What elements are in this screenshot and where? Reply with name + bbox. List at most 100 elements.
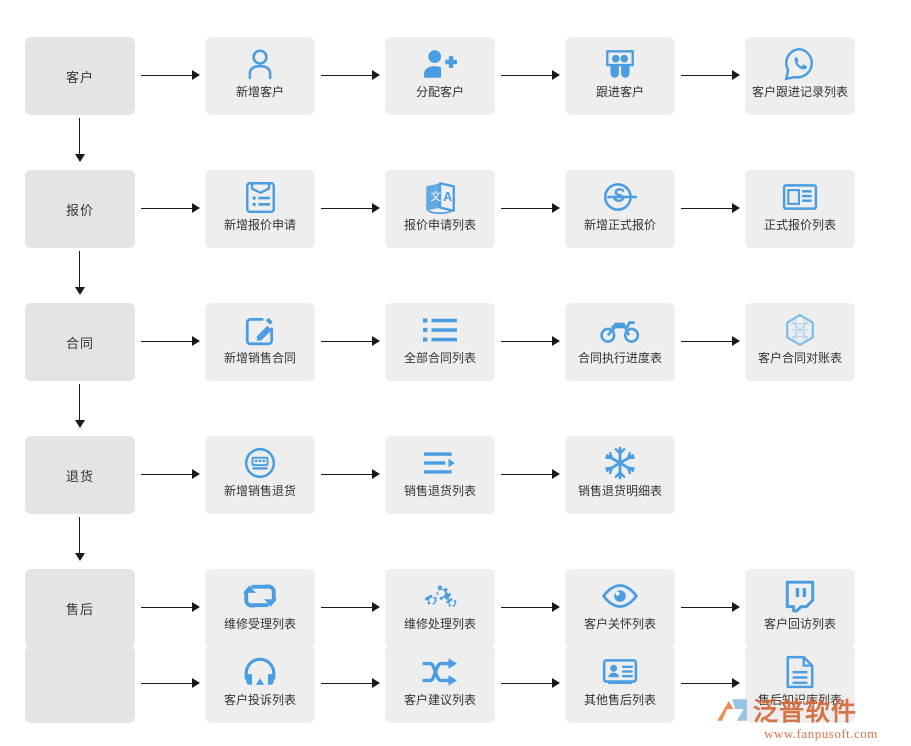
user-plus-icon	[422, 45, 458, 83]
arrow-down	[74, 118, 86, 162]
lines-arrow-icon	[422, 444, 458, 482]
twitch-icon	[784, 577, 816, 615]
flow-item[interactable]: 其他售后列表	[565, 645, 675, 723]
arrow-down	[74, 384, 86, 428]
flow-item[interactable]: 新增客户	[205, 37, 315, 115]
stage-label: 退货	[65, 468, 94, 484]
slideshare-people-icon	[602, 45, 638, 83]
stage-box[interactable]: 报价	[25, 170, 135, 248]
arrow-right	[315, 645, 385, 723]
arrow-right	[675, 569, 745, 647]
flow-item-label: 客户投诉列表	[223, 693, 296, 707]
arrow-right-hidden	[675, 436, 745, 514]
arrow-right	[495, 303, 565, 381]
flow-item-label: 其他售后列表	[583, 693, 656, 707]
arrow-right	[675, 170, 745, 248]
flow-item[interactable]: 客户回访列表	[745, 569, 855, 647]
flow-item-label: 售后知识库列表	[757, 693, 842, 707]
arrow-right	[495, 569, 565, 647]
flow-row: 客户 新增客户分配客户跟进客户 客户跟进记录列表	[0, 37, 911, 115]
flow-item-label: 销售退货明细表	[577, 484, 662, 498]
flow-row: 售后维修受理列表 维修处理列表客户关怀列表 客户回访列表	[0, 569, 911, 647]
flow-item-label: 客户关怀列表	[583, 617, 656, 631]
stage-label: 售后	[65, 601, 94, 617]
arrow-right	[675, 37, 745, 115]
flow-item[interactable]: 销售退货明细表	[565, 436, 675, 514]
flow-item[interactable]: 维修处理列表	[385, 569, 495, 647]
stage-label: 报价	[65, 202, 94, 218]
flow-item-label: 新增销售退货	[223, 484, 296, 498]
flow-item-label: 销售退货列表	[403, 484, 476, 498]
flow-item-label: 新增报价申请	[223, 218, 296, 232]
snowflake-icon	[603, 444, 637, 482]
shuffle-icon	[422, 653, 458, 691]
flow-item[interactable]: 新增销售合同	[205, 303, 315, 381]
document-icon	[785, 653, 815, 691]
flow-item-label: 新增销售合同	[223, 351, 296, 365]
arrow-right	[675, 303, 745, 381]
flow-row: 退货新增销售退货 销售退货列表 销售退货明细表	[0, 436, 911, 514]
flow-item[interactable]: 客户跟进记录列表	[745, 37, 855, 115]
refresh-arrows-icon	[243, 577, 277, 615]
newspaper-icon	[782, 178, 818, 216]
arrow-right	[135, 303, 205, 381]
flow-item[interactable]: 新增报价申请	[205, 170, 315, 248]
flow-item[interactable]: 销售退货列表	[385, 436, 495, 514]
flow-item-empty	[745, 436, 855, 514]
gears-icon	[422, 577, 458, 615]
flow-item[interactable]: 售后知识库列表	[745, 645, 855, 723]
flow-item[interactable]: 合同执行进度表	[565, 303, 675, 381]
user-outline-icon	[243, 45, 277, 83]
hexagon-mesh-icon	[783, 311, 817, 349]
arrow-right	[135, 436, 205, 514]
circle-card-icon	[243, 444, 277, 482]
flow-item[interactable]: 全部合同列表	[385, 303, 495, 381]
flow-item[interactable]: 客户关怀列表	[565, 569, 675, 647]
flow-item-label: 跟进客户	[595, 85, 644, 99]
svg-text:A: A	[443, 190, 452, 204]
arrow-right	[495, 37, 565, 115]
flow-item-label: 全部合同列表	[403, 351, 476, 365]
arrow-right	[315, 436, 385, 514]
stage-box-blank[interactable]	[25, 645, 135, 723]
flow-item-label: 客户合同对账表	[757, 351, 842, 365]
flow-row: 客户投诉列表 客户建议列表 其他售后列表 售后知识库列表	[0, 645, 911, 723]
flow-item[interactable]: 跟进客户	[565, 37, 675, 115]
flow-item-label: 维修受理列表	[223, 617, 296, 631]
flow-item[interactable]: 新增正式报价	[565, 170, 675, 248]
arrow-right	[495, 170, 565, 248]
flow-item[interactable]: 客户建议列表	[385, 645, 495, 723]
stage-box[interactable]: 客户	[25, 37, 135, 115]
arrow-right	[135, 645, 205, 723]
flow-item[interactable]: 新增销售退货	[205, 436, 315, 514]
headphones-icon	[242, 653, 278, 691]
arrow-right	[315, 170, 385, 248]
flow-item-label: 报价申请列表	[403, 218, 476, 232]
flow-item[interactable]: 分配客户	[385, 37, 495, 115]
arrow-right	[135, 170, 205, 248]
stage-label: 客户	[65, 69, 94, 85]
motorcycle-icon	[600, 311, 640, 349]
flow-item[interactable]: 客户投诉列表	[205, 645, 315, 723]
flow-item[interactable]: 客户合同对账表	[745, 303, 855, 381]
flow-item-label: 新增正式报价	[583, 218, 656, 232]
edit-square-icon	[243, 311, 277, 349]
stamp-circle-icon	[601, 178, 639, 216]
stage-box[interactable]: 售后	[25, 569, 135, 647]
svg-text:文: 文	[430, 190, 441, 203]
flow-item[interactable]: 维修受理列表	[205, 569, 315, 647]
flow-item[interactable]: 正式报价列表	[745, 170, 855, 248]
clipboard-list-icon	[244, 178, 277, 216]
flow-item-label: 合同执行进度表	[577, 351, 662, 365]
arrow-right	[315, 569, 385, 647]
arrow-right	[315, 303, 385, 381]
flow-item-label: 客户回访列表	[763, 617, 836, 631]
flow-item-label: 客户建议列表	[403, 693, 476, 707]
stage-box[interactable]: 退货	[25, 436, 135, 514]
stage-box[interactable]: 合同	[25, 303, 135, 381]
stage-label: 合同	[65, 335, 94, 351]
